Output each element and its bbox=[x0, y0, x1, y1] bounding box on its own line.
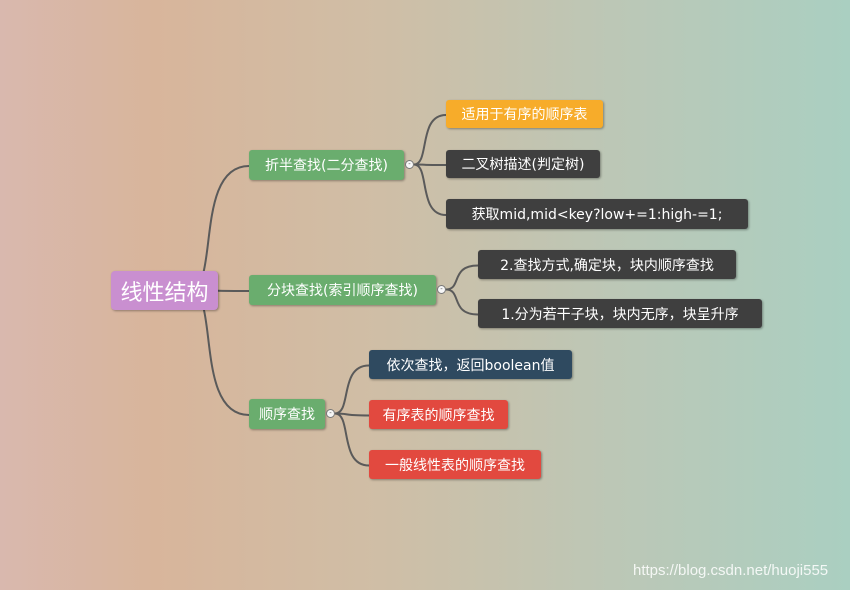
leaf-search-return-boolean[interactable]: 依次查找，返回boolean值 bbox=[369, 350, 572, 379]
leaf-ordered-table-search[interactable]: 有序表的顺序查找 bbox=[369, 400, 508, 429]
leaf-decision-tree[interactable]: 二叉树描述(判定树) bbox=[446, 150, 600, 178]
leaf-find-method[interactable]: 2.查找方式,确定块，块内顺序查找 bbox=[478, 250, 736, 279]
edge-b2-c7 bbox=[334, 412, 370, 467]
edge-b1-c3 bbox=[445, 264, 479, 291]
leaf-sorted-sequence-table[interactable]: 适用于有序的顺序表 bbox=[446, 100, 603, 128]
collapse-toggle-icon[interactable]: - bbox=[405, 160, 414, 169]
edge-b2-c5 bbox=[334, 364, 370, 415]
leaf-linear-table-search[interactable]: 一般线性表的顺序查找 bbox=[369, 450, 541, 479]
collapse-toggle-icon[interactable]: - bbox=[326, 409, 335, 418]
edge-b0-c2 bbox=[413, 163, 447, 216]
leaf-split-blocks[interactable]: 1.分为若干子块，块内无序，块呈升序 bbox=[478, 299, 762, 328]
branch-block-search[interactable]: 分块查找(索引顺序查找) bbox=[249, 275, 436, 305]
branch-binary-search[interactable]: 折半查找(二分查找) bbox=[249, 150, 404, 180]
edge-b0-c1 bbox=[413, 163, 447, 166]
branch-sequential-search[interactable]: 顺序查找 bbox=[249, 399, 325, 429]
leaf-get-mid[interactable]: 获取mid,mid<key?low+=1:high-=1; bbox=[446, 199, 748, 229]
watermark: https://blog.csdn.net/huoji555 bbox=[633, 562, 829, 579]
edge-b0-c0 bbox=[413, 114, 447, 166]
collapse-toggle-icon[interactable]: - bbox=[437, 285, 446, 294]
edge-b1-c4 bbox=[445, 288, 479, 316]
root-node[interactable]: 线性结构 bbox=[111, 271, 218, 310]
